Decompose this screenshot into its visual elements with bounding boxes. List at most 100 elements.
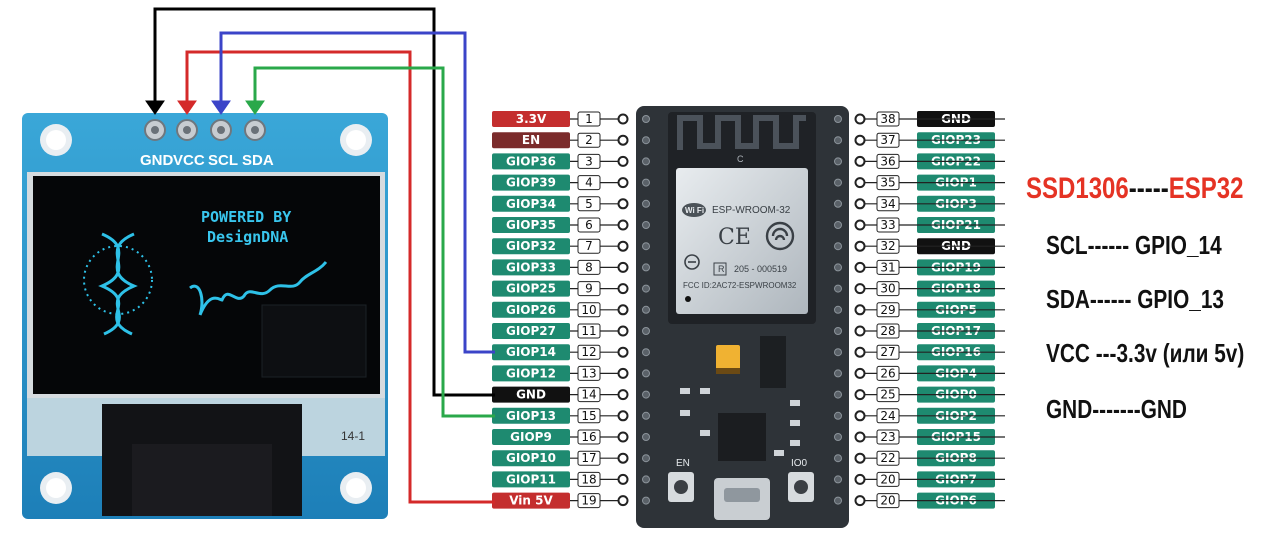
pin-number: 6 [585, 218, 593, 232]
board-hole [642, 305, 650, 314]
pin-number: 9 [585, 282, 593, 296]
pin-number-box [876, 408, 900, 424]
rf-shield [676, 168, 808, 314]
pin-hole [617, 367, 629, 379]
pin-hole [854, 177, 866, 189]
board-hole [834, 199, 842, 208]
pin-number-box [577, 323, 601, 339]
pin-label-bg [492, 471, 570, 488]
notes-title: SSD1306-----ESP32 [1026, 172, 1243, 206]
pin-label: GIOP9 [510, 430, 552, 444]
pin-hole [617, 261, 629, 273]
pin-label: 3.3V [516, 112, 547, 126]
pin-label: GIOP26 [506, 303, 556, 317]
pin-hole [617, 410, 629, 422]
board-hole [834, 305, 842, 314]
ce-mark: CE [718, 225, 751, 250]
board-hole [642, 496, 650, 505]
wire-scl [219, 31, 495, 354]
board-hole [834, 411, 842, 420]
board-hole [834, 157, 842, 166]
pin-number: 20 [880, 494, 895, 508]
pin-hole [617, 304, 629, 316]
pin-label: GIOP11 [506, 472, 556, 486]
board-hole [834, 454, 842, 463]
board-hole [642, 199, 650, 208]
pin-number-box [876, 153, 900, 169]
en-button-label: EN [676, 458, 690, 469]
pin-number-box [577, 365, 601, 381]
board-hole [834, 178, 842, 187]
pin-number: 8 [585, 260, 593, 274]
pin-label: GIOP33 [506, 260, 556, 274]
pin-number-box [876, 429, 900, 445]
pin-hole [617, 134, 629, 146]
svg-text:R: R [718, 264, 725, 274]
pin-number: 15 [581, 409, 596, 423]
board-hole [642, 136, 650, 145]
mounting-holes [40, 124, 372, 504]
usb-uart-chip [718, 413, 766, 461]
pin-hole [854, 283, 866, 295]
pin-number: 13 [581, 366, 596, 380]
pin-label-bg [492, 450, 570, 467]
left-pin-row: GIOP11 18 [492, 471, 629, 488]
board-hole [834, 496, 842, 505]
pin-number: 3 [585, 154, 593, 168]
pin-label: GIOP14 [506, 345, 556, 359]
pin-number-box [577, 493, 601, 509]
pin-number: 18 [581, 472, 596, 486]
board-pin-holes [642, 115, 842, 505]
note-gnd: GND-------GND [1046, 394, 1187, 424]
board-hole [642, 390, 650, 399]
pin-number-box [876, 281, 900, 297]
pin-number: 11 [581, 324, 596, 338]
wireless-icon [765, 221, 795, 251]
pin-number: 38 [880, 112, 895, 126]
board-hole [834, 263, 842, 272]
arrow-scl [211, 100, 231, 115]
pin-number-box [577, 153, 601, 169]
pin-number: 33 [880, 218, 895, 232]
pin-number-box [876, 450, 900, 466]
pin-label: GIOP34 [506, 197, 556, 211]
board-hole [642, 348, 650, 357]
oled-pin-gnd-label: GND [140, 152, 174, 169]
board-hole [834, 327, 842, 335]
pin-label: GIOP13 [506, 409, 556, 423]
pin-number: 22 [880, 451, 895, 465]
pin-hole [854, 240, 866, 252]
pin-label-bg [492, 492, 570, 509]
pin-number-box [876, 111, 900, 127]
pin-label: GIOP32 [506, 239, 556, 253]
pin-label-bg [492, 132, 570, 149]
board-hole [834, 242, 842, 251]
pin-label-bg [492, 386, 570, 403]
fcc-id: FCC ID:2AC72-ESPWROOM32 [683, 281, 797, 290]
pin-hole [854, 431, 866, 443]
board-hole [642, 369, 650, 378]
pin-hole [854, 304, 866, 316]
pin-number: 19 [581, 494, 596, 508]
wire-gnd [153, 7, 495, 397]
ant-mark: C [737, 154, 744, 164]
pin-hole [617, 389, 629, 401]
io0-button-label: IO0 [791, 458, 808, 469]
en-button [668, 472, 694, 502]
board-hole [834, 136, 842, 145]
pin-hole [854, 389, 866, 401]
pin-hole [854, 219, 866, 231]
pin-number: 37 [880, 133, 895, 147]
pin-number-box [876, 365, 900, 381]
pin-number-box [577, 217, 601, 233]
